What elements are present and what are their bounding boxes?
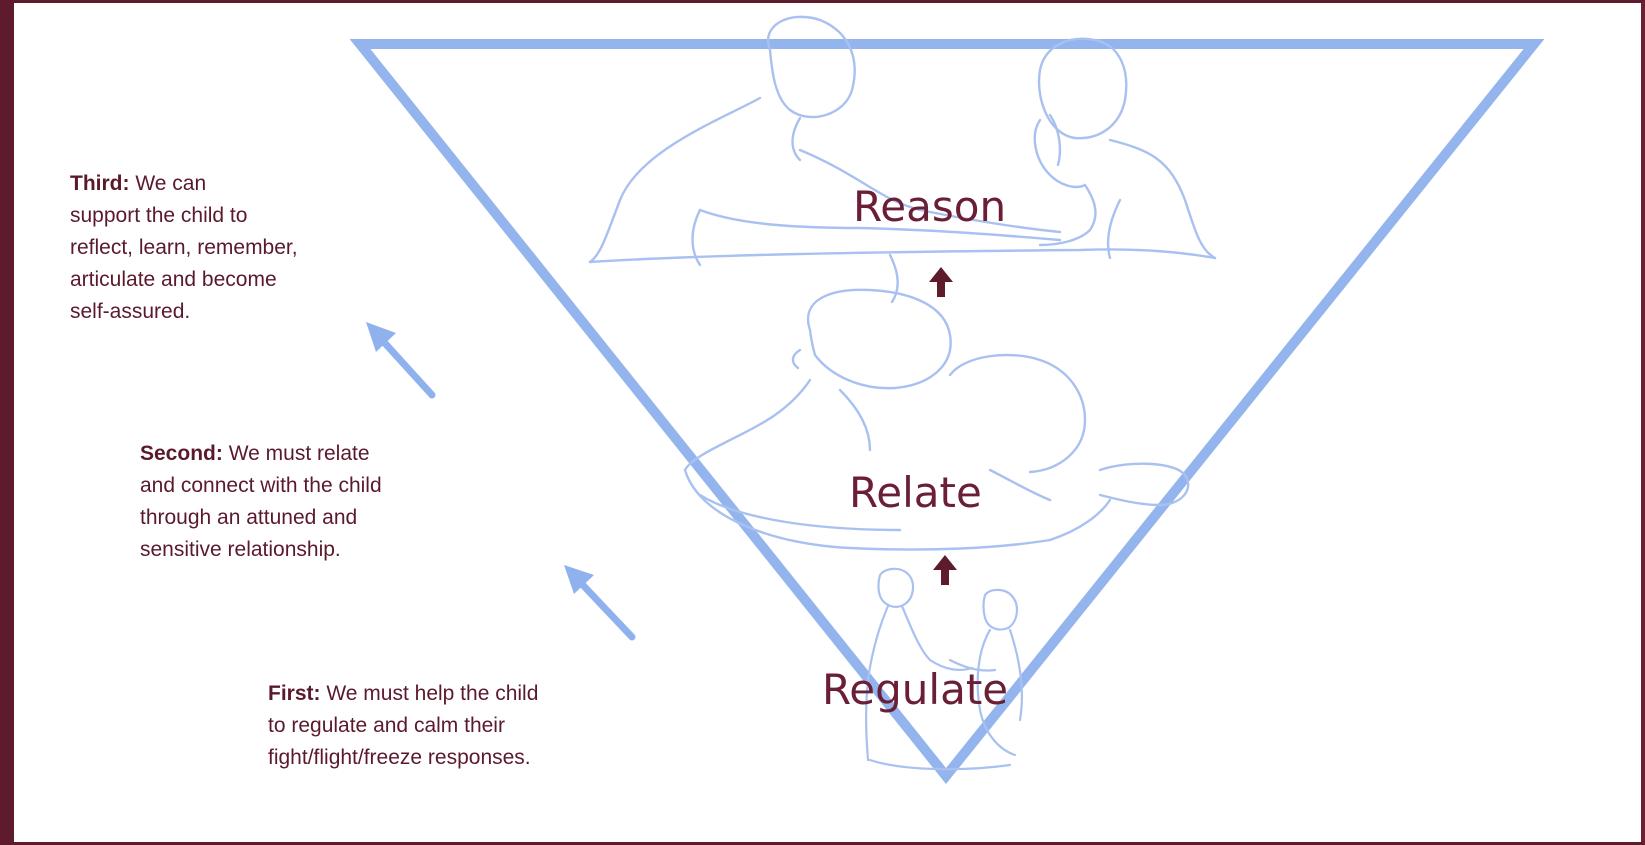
side-arrow-third bbox=[366, 322, 432, 395]
step-first-line: We must help the child bbox=[326, 682, 538, 705]
step-third-text: Third: We can support the child to refle… bbox=[70, 168, 410, 328]
step-third-line: articulate and become bbox=[70, 268, 277, 291]
step-second-line: through an attuned and bbox=[140, 506, 357, 529]
side-arrow-second bbox=[564, 565, 632, 637]
step-first-line: fight/flight/freeze responses. bbox=[268, 746, 531, 769]
step-second-lead: Second: bbox=[140, 442, 223, 465]
step-second-line: and connect with the child bbox=[140, 474, 382, 497]
step-third-line: reflect, learn, remember, bbox=[70, 236, 298, 259]
step-third-lead: Third: bbox=[70, 172, 129, 195]
step-third-line: self-assured. bbox=[70, 300, 190, 323]
step-first-line: to regulate and calm their bbox=[268, 714, 505, 737]
step-first-text: First: We must help the child to regulat… bbox=[268, 678, 748, 774]
step-second-text: Second: We must relate and connect with … bbox=[140, 438, 560, 566]
reason-figures-illustration bbox=[590, 17, 1215, 302]
step-third-line: We can bbox=[135, 172, 206, 195]
step-first-lead: First: bbox=[268, 682, 321, 705]
stage-label-regulate: Regulate bbox=[822, 665, 1008, 714]
up-arrow-reason bbox=[929, 267, 953, 297]
up-arrow-relate bbox=[933, 555, 957, 585]
step-third-line: support the child to bbox=[70, 204, 247, 227]
stage-label-relate: Relate bbox=[849, 468, 982, 517]
step-second-line: sensitive relationship. bbox=[140, 538, 341, 561]
step-second-line: We must relate bbox=[229, 442, 370, 465]
stage-label-reason: Reason bbox=[853, 182, 1006, 231]
